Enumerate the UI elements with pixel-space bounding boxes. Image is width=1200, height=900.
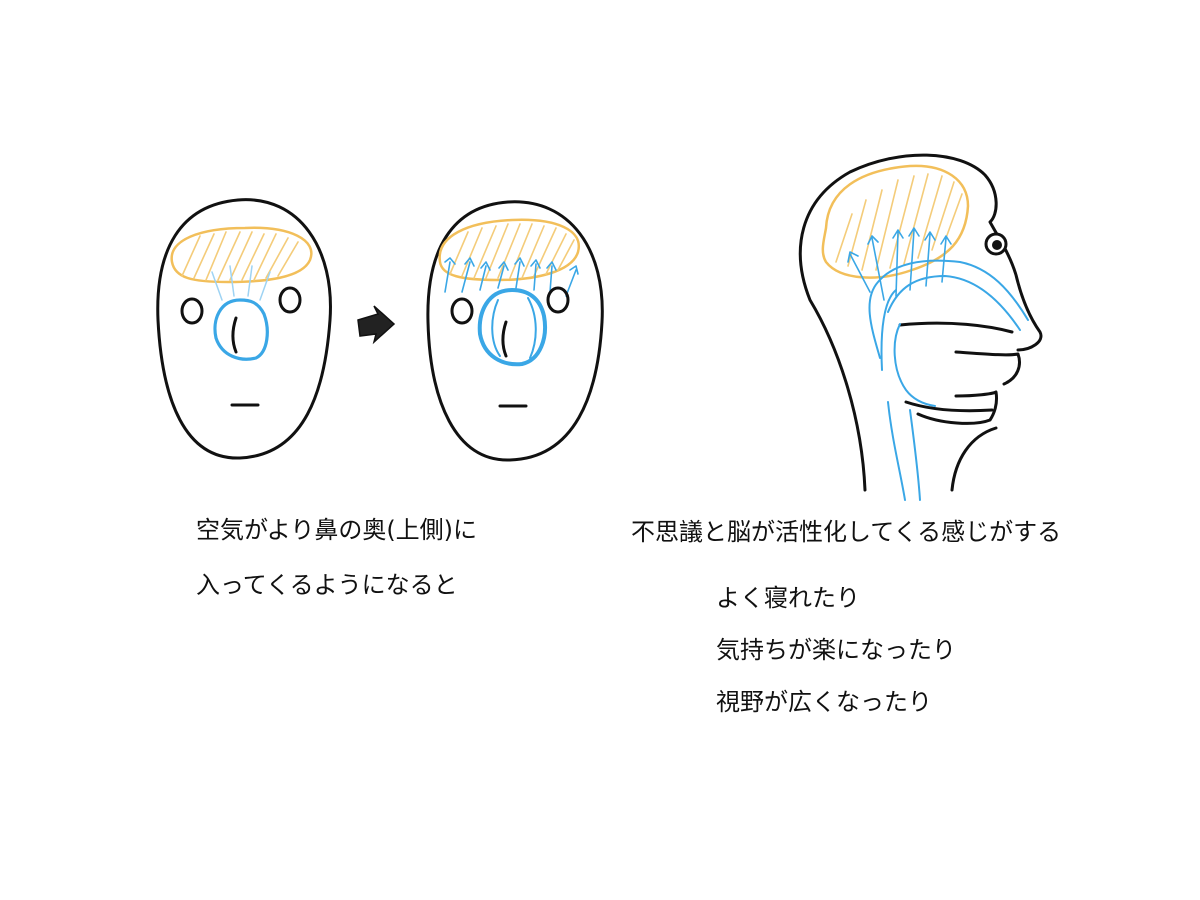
airflow-strong <box>444 257 579 367</box>
brain-region <box>170 226 313 284</box>
effect-item-sleep: よく寝れたり <box>716 584 860 612</box>
right-eye <box>278 286 302 314</box>
face-front-before <box>156 198 332 460</box>
airflow-to-brain <box>847 227 1029 501</box>
brain-region <box>438 218 581 282</box>
caption-left-line2: 入ってくるようになると <box>196 571 458 599</box>
nose <box>501 320 508 358</box>
effect-item-vision: 視野が広くなったり <box>716 688 932 716</box>
lower-jaw <box>904 400 994 413</box>
upper-jaw <box>898 321 1014 334</box>
caption-left-line1: 空気がより鼻の奥(上側)に <box>196 516 478 544</box>
airflow-weak <box>211 265 271 361</box>
profile-back-neck <box>950 426 998 492</box>
right-eye <box>546 286 570 314</box>
effect-item-mood: 気持ちが楽になったり <box>716 636 956 664</box>
head-outline <box>156 198 332 460</box>
nose <box>231 316 238 354</box>
caption-right-title: 不思議と脳が活性化してくる感じがする <box>631 518 1062 546</box>
head-profile <box>798 153 1043 501</box>
head-outline <box>426 200 604 462</box>
arrow-right-icon <box>357 305 396 345</box>
left-eye <box>180 297 204 325</box>
left-eye <box>450 297 474 325</box>
face-front-after <box>426 200 604 462</box>
profile-outline <box>798 153 1043 492</box>
profile-pupil <box>992 240 1002 250</box>
